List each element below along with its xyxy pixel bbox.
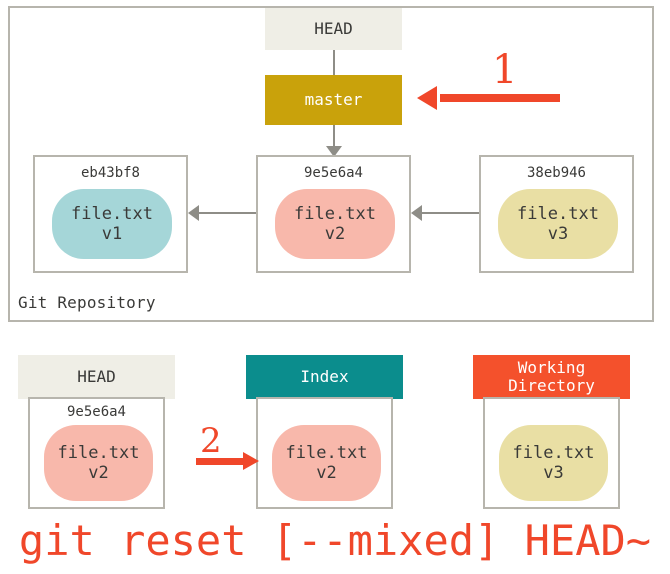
parent-link-arrowhead-3to2 xyxy=(411,205,422,221)
tree-header-working-directory: Working Directory xyxy=(473,355,630,399)
tree-header-label-head: HEAD xyxy=(77,367,116,387)
blob-version: v2 xyxy=(316,463,337,483)
tree-card-index: file.txt v2 xyxy=(256,397,393,509)
commit-card-eb43bf8: eb43bf8 file.txt v1 xyxy=(33,155,188,273)
blob-filename: file.txt xyxy=(285,442,368,463)
step-2-number: 2 xyxy=(200,421,222,461)
commit-blob-v3: file.txt v3 xyxy=(498,189,618,259)
master-to-commit-arrowhead xyxy=(326,146,342,157)
commit-blob-v1: file.txt v1 xyxy=(52,189,172,259)
tree-header-index: Index xyxy=(246,355,403,399)
commit-card-38eb946: 38eb946 file.txt v3 xyxy=(479,155,634,273)
blob-filename: file.txt xyxy=(71,203,153,224)
commit-card-9e5e6a4: 9e5e6a4 file.txt v2 xyxy=(256,155,411,273)
tree-blob-index: file.txt v2 xyxy=(272,425,381,501)
step-2-arrow-shaft xyxy=(196,458,243,465)
parent-link-arrowhead-2to1 xyxy=(188,205,199,221)
head-to-master-line xyxy=(333,50,335,75)
tree-blob-working-directory: file.txt v3 xyxy=(499,425,608,501)
step-1-arrow-shaft xyxy=(440,94,560,102)
parent-link-line-2to1 xyxy=(199,212,256,214)
blob-version: v3 xyxy=(543,463,564,483)
commit-hash-9e5e6a4: 9e5e6a4 xyxy=(303,165,363,181)
tree-header-label-working-directory: Working Directory xyxy=(508,358,595,395)
blob-filename: file.txt xyxy=(512,442,595,463)
step-1-arrowhead xyxy=(417,86,437,110)
command-caption: git reset [--mixed] HEAD~ xyxy=(18,516,652,565)
commit-hash-eb43bf8: eb43bf8 xyxy=(80,165,140,181)
blob-filename: file.txt xyxy=(517,203,599,224)
blob-filename: file.txt xyxy=(57,442,140,463)
head-ref-label: HEAD xyxy=(314,19,353,39)
step-2-arrowhead xyxy=(243,452,259,470)
parent-link-line-3to2 xyxy=(422,212,479,214)
head-ref-box: HEAD xyxy=(265,8,402,50)
commit-hash-38eb946: 38eb946 xyxy=(526,165,586,181)
tree-card-working-directory: file.txt v3 xyxy=(483,397,620,509)
blob-version: v2 xyxy=(324,224,346,244)
commit-blob-v2: file.txt v2 xyxy=(275,189,395,259)
blob-version: v2 xyxy=(88,463,109,483)
master-ref-label: master xyxy=(304,90,363,110)
blob-version: v3 xyxy=(547,224,569,244)
tree-header-head: HEAD xyxy=(18,355,175,399)
tree-blob-head: file.txt v2 xyxy=(44,425,153,501)
blob-version: v1 xyxy=(101,224,123,244)
blob-filename: file.txt xyxy=(294,203,376,224)
tree-header-label-index: Index xyxy=(300,367,349,387)
tree-card-head: 9e5e6a4 file.txt v2 xyxy=(28,397,165,509)
master-to-commit-line xyxy=(333,125,335,149)
step-1-number: 1 xyxy=(492,47,518,93)
git-repository-label: Git Repository xyxy=(18,293,156,312)
tree-hash-head: 9e5e6a4 xyxy=(66,404,126,420)
master-ref-box: master xyxy=(265,75,402,125)
